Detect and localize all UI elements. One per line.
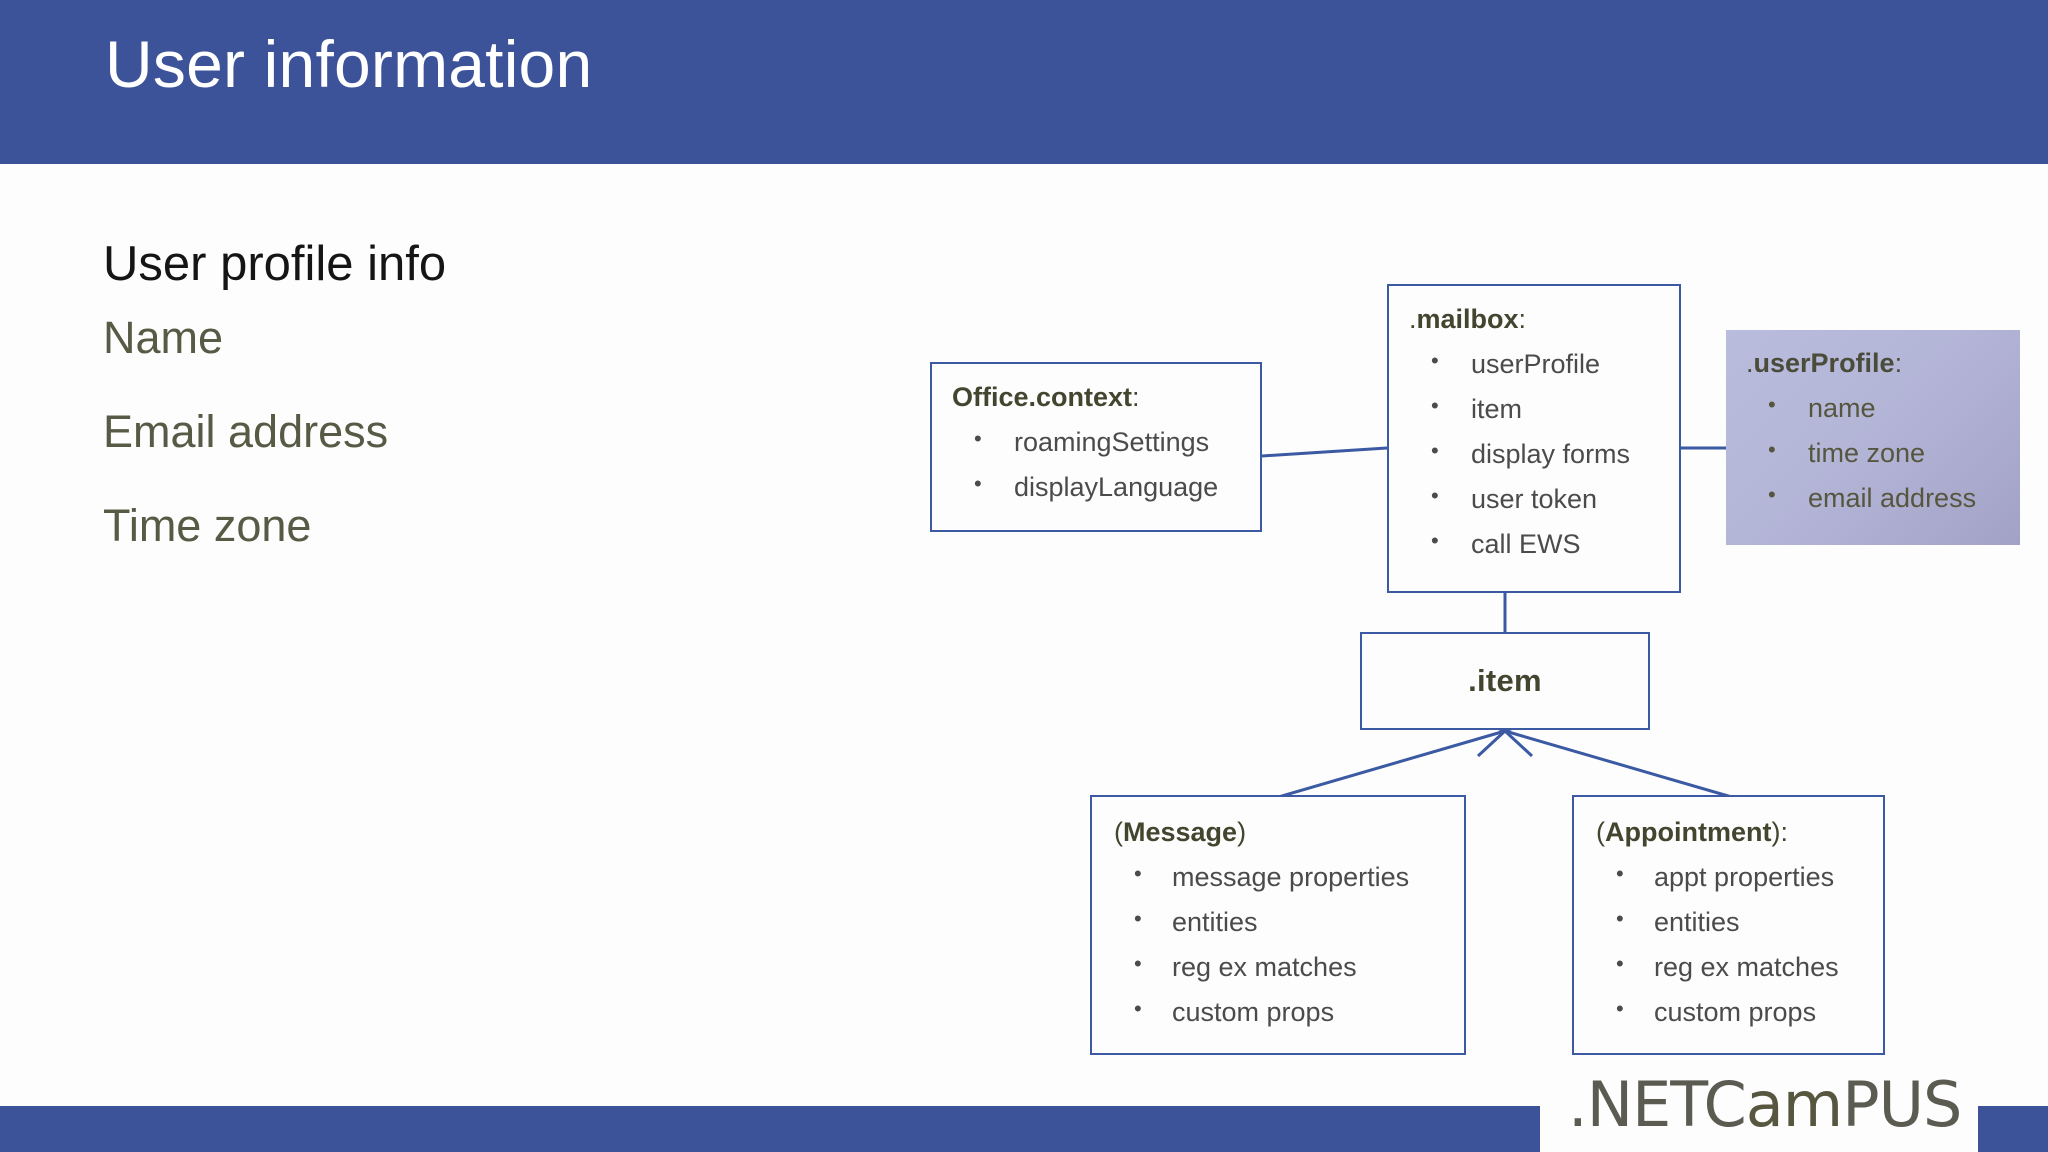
node-office-context[interactable]: Office.context: roamingSettings displayL…	[930, 362, 1262, 532]
node-item[interactable]: .item	[1360, 632, 1650, 730]
list-item: entities	[1596, 908, 1883, 936]
list-item: entities	[1114, 908, 1464, 936]
node-user-profile[interactable]: .userProfile: name time zone email addre…	[1726, 330, 2020, 545]
node-user-profile-title: .userProfile:	[1746, 350, 2020, 377]
logo-letter-m: m	[1782, 1068, 1843, 1141]
node-mailbox-title: .mailbox:	[1409, 306, 1679, 333]
node-user-profile-title-suffix: :	[1894, 348, 1903, 378]
node-user-profile-title-prefix: .	[1746, 348, 1754, 378]
list-item: appt properties	[1596, 863, 1883, 891]
netcampus-logo: .NETCamPUS	[1568, 1068, 1962, 1141]
connector-message-to-item	[1267, 729, 1506, 802]
left-text-column: User profile info Name Email address Tim…	[103, 240, 743, 597]
node-item-label: .item	[1468, 663, 1542, 698]
connector-appointment-to-item	[1504, 729, 1743, 802]
list-item: roamingSettings	[952, 428, 1260, 456]
node-appointment-title-prefix: (	[1596, 817, 1605, 847]
node-appointment-title: (Appointment):	[1596, 819, 1883, 846]
node-message-title: (Message)	[1114, 819, 1464, 846]
logo-part-2: PUS	[1842, 1068, 1962, 1141]
list-item: item	[1409, 395, 1679, 423]
node-office-context-title: Office.context:	[952, 384, 1260, 411]
footer-bar-right	[1978, 1106, 2048, 1152]
node-mailbox-title-suffix: :	[1518, 304, 1527, 334]
list-item: time zone	[1746, 439, 2020, 467]
node-mailbox-list: userProfile item display forms user toke…	[1409, 350, 1679, 558]
header-bar	[0, 0, 2048, 164]
list-item: email address	[1746, 484, 2020, 512]
node-message-title-suffix: )	[1237, 817, 1247, 847]
node-mailbox-title-text: mailbox	[1416, 304, 1519, 334]
list-item: displayLanguage	[952, 473, 1260, 501]
list-item: display forms	[1409, 440, 1679, 468]
node-message-title-prefix: (	[1114, 817, 1123, 847]
node-appointment[interactable]: (Appointment): appt properties entities …	[1572, 795, 1885, 1055]
node-mailbox-title-prefix: .	[1409, 304, 1417, 334]
node-message[interactable]: (Message) message properties entities re…	[1090, 795, 1466, 1055]
node-appointment-title-suffix: ):	[1771, 817, 1788, 847]
node-appointment-list: appt properties entities reg ex matches …	[1596, 863, 1883, 1026]
list-item: reg ex matches	[1114, 953, 1464, 981]
list-item: message properties	[1114, 863, 1464, 891]
node-mailbox[interactable]: .mailbox: userProfile item display forms…	[1387, 284, 1681, 593]
node-office-context-list: roamingSettings displayLanguage	[952, 428, 1260, 501]
footer-bar-left	[0, 1106, 1540, 1152]
left-item-email-address: Email address	[103, 406, 389, 457]
node-message-list: message properties entities reg ex match…	[1114, 863, 1464, 1026]
node-user-profile-list: name time zone email address	[1746, 394, 2020, 512]
logo-part-1: .NETC	[1568, 1068, 1747, 1141]
list-item: userProfile	[1409, 350, 1679, 378]
node-office-context-title-text: Office.context	[952, 382, 1133, 412]
list-item: custom props	[1596, 998, 1883, 1026]
node-user-profile-title-text: userProfile	[1753, 348, 1895, 378]
node-message-title-text: Message	[1123, 817, 1238, 847]
left-item-time-zone: Time zone	[103, 500, 312, 551]
list-item: custom props	[1114, 998, 1464, 1026]
left-item-name: Name	[103, 312, 224, 363]
left-heading: User profile info	[103, 237, 447, 291]
node-office-context-title-suffix: :	[1132, 382, 1140, 412]
list-item: reg ex matches	[1596, 953, 1883, 981]
logo-letter-a: a	[1745, 1068, 1784, 1141]
list-item: call EWS	[1409, 530, 1679, 558]
connector-office-context-to-mailbox	[1261, 446, 1388, 458]
list-item: name	[1746, 394, 2020, 422]
node-appointment-title-text: Appointment	[1605, 817, 1772, 847]
list-item: user token	[1409, 485, 1679, 513]
page-title: User information	[105, 27, 593, 101]
